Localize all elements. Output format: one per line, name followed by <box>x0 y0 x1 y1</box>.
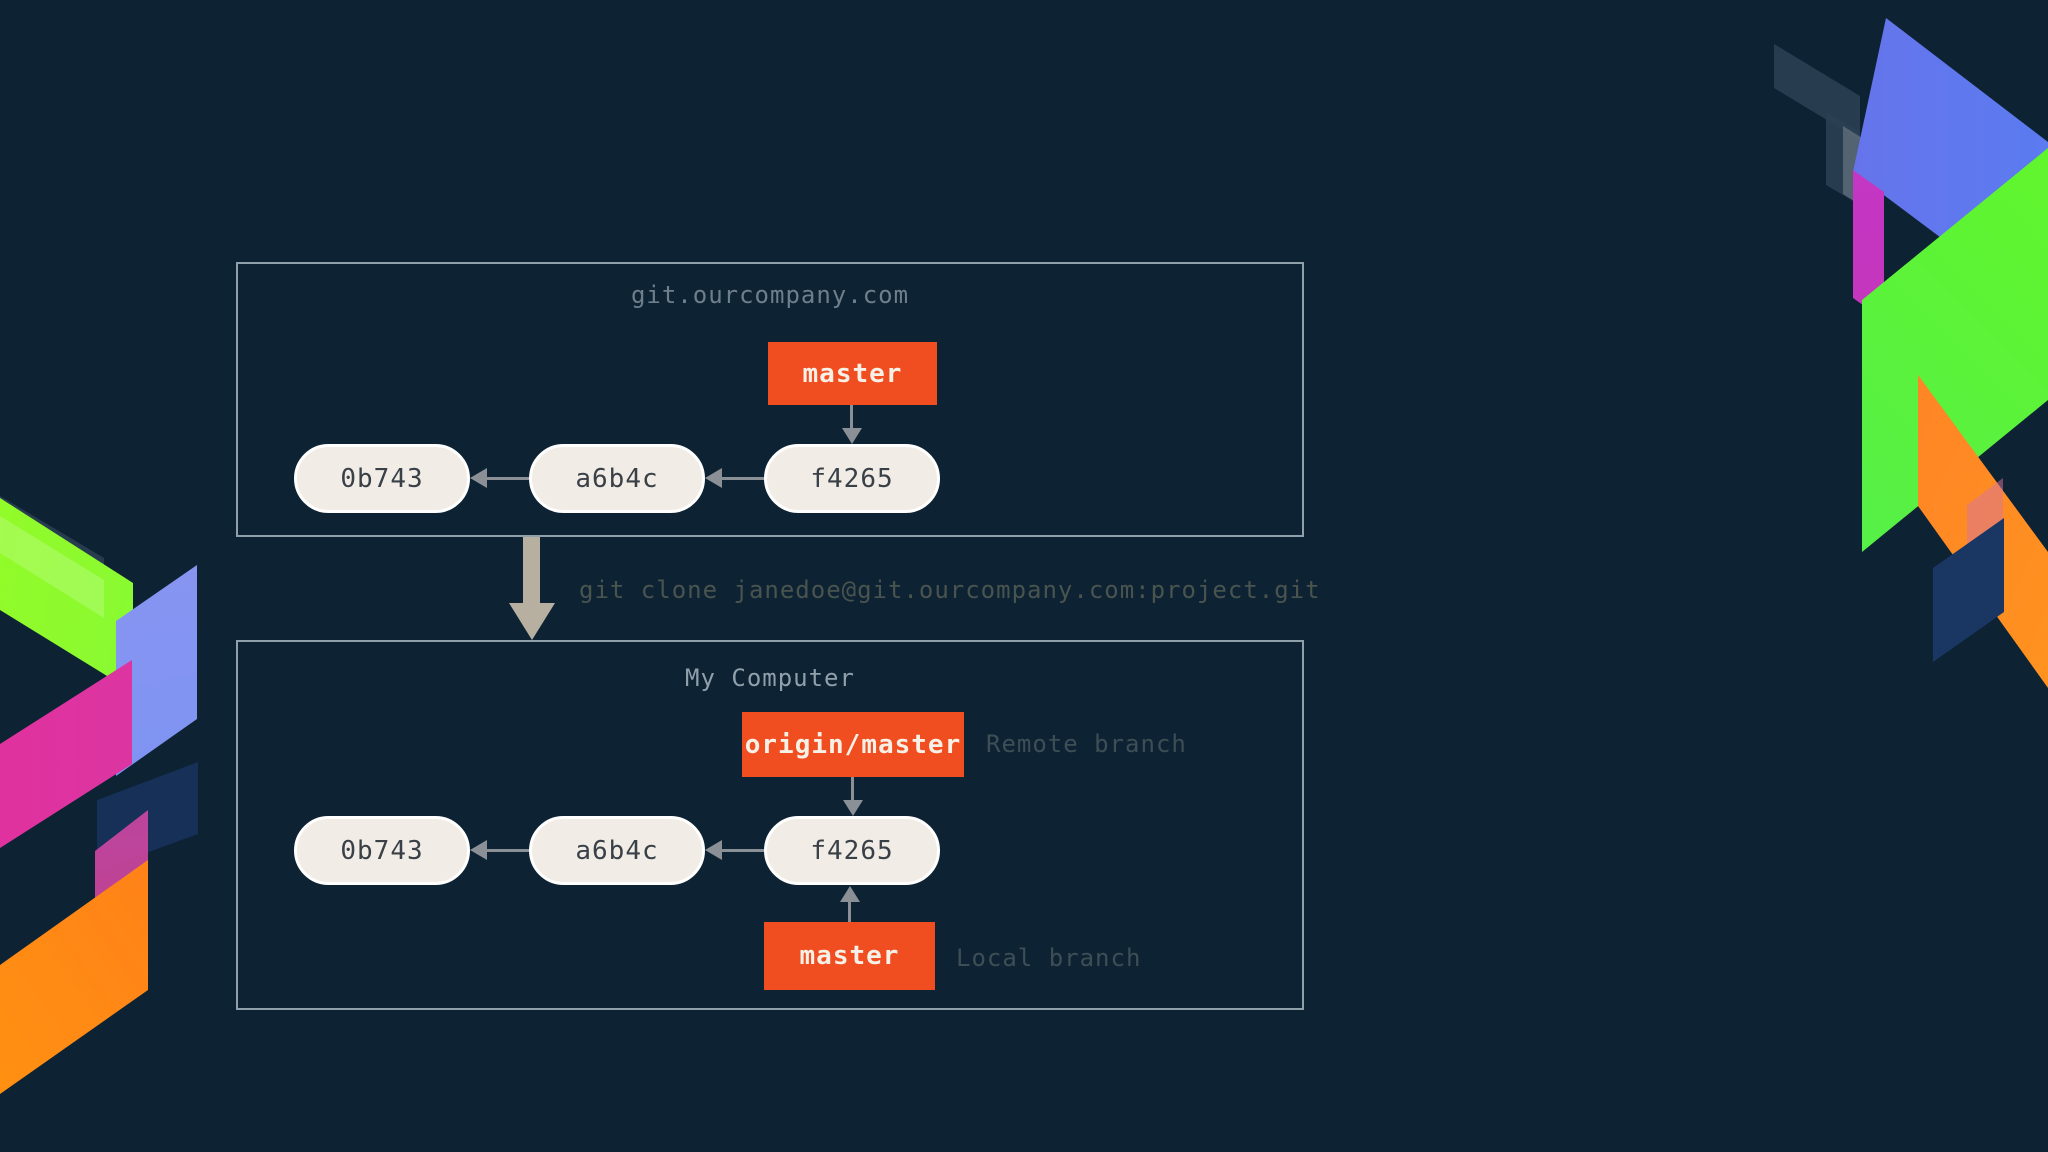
remote-master-branch-badge: master <box>768 342 937 405</box>
remote-commit-f4265-label: f4265 <box>810 463 894 494</box>
local-master-arrow-head <box>840 886 860 902</box>
remote-branch-caption: Remote branch <box>986 730 1187 758</box>
remote-commit-a6b4c-label: a6b4c <box>575 463 659 494</box>
local-machine-box: My Computer <box>236 640 1304 1010</box>
local-master-branch-label: master <box>799 941 900 971</box>
remote-commit-0b743: 0b743 <box>294 444 470 513</box>
local-parent-arrow-1-shaft <box>486 849 529 852</box>
remote-commit-a6b4c: a6b4c <box>529 444 705 513</box>
local-commit-f4265: f4265 <box>764 816 940 885</box>
remote-server-box: git.ourcompany.com <box>236 262 1304 537</box>
remote-parent-arrow-1-shaft <box>486 477 529 480</box>
origin-master-arrow-shaft <box>851 777 854 803</box>
local-commit-0b743-label: 0b743 <box>340 835 424 866</box>
local-parent-arrow-2-shaft <box>721 849 764 852</box>
clone-command-text: git clone janedoe@git.ourcompany.com:pro… <box>579 576 1321 604</box>
local-commit-a6b4c: a6b4c <box>529 816 705 885</box>
local-commit-f4265-label: f4265 <box>810 835 894 866</box>
clone-arrow-shaft <box>523 537 540 605</box>
local-parent-arrow-2-head <box>705 840 722 860</box>
remote-parent-arrow-1-head <box>470 468 487 488</box>
remote-parent-arrow-2-shaft <box>721 477 764 480</box>
local-commit-0b743: 0b743 <box>294 816 470 885</box>
clone-arrow-head <box>509 603 555 640</box>
remote-master-branch-label: master <box>802 358 903 389</box>
origin-master-branch-badge: origin/master <box>742 712 964 777</box>
local-master-arrow-shaft <box>848 900 851 922</box>
remote-master-arrow-head <box>842 428 862 444</box>
local-commit-a6b4c-label: a6b4c <box>575 835 659 866</box>
origin-master-arrow-head <box>843 800 863 816</box>
remote-master-arrow-shaft <box>850 405 853 431</box>
local-master-branch-badge: master <box>764 922 935 990</box>
local-branch-caption: Local branch <box>956 944 1142 972</box>
local-machine-title: My Computer <box>685 664 855 692</box>
remote-commit-0b743-label: 0b743 <box>340 463 424 494</box>
remote-commit-f4265: f4265 <box>764 444 940 513</box>
local-parent-arrow-1-head <box>470 840 487 860</box>
origin-master-branch-label: origin/master <box>744 729 962 760</box>
remote-parent-arrow-2-head <box>705 468 722 488</box>
remote-server-title: git.ourcompany.com <box>630 281 910 309</box>
